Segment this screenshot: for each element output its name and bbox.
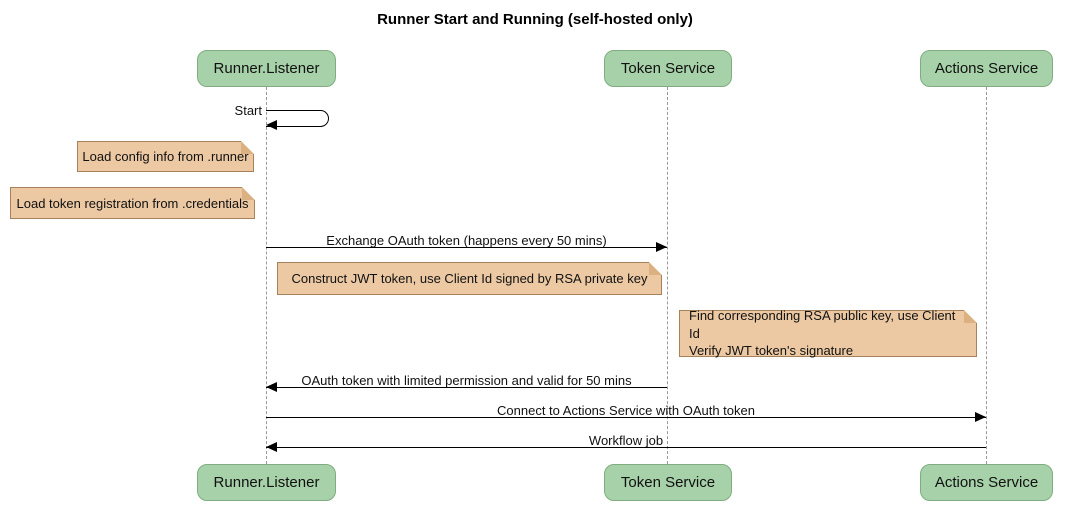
participant-runner-listener-top: Runner.Listener — [197, 50, 336, 87]
note-load-config: Load config info from .runner — [77, 141, 254, 172]
message-workflow-job-label: Workflow job — [588, 433, 664, 448]
message-workflow-job-line — [266, 447, 986, 448]
note-load-token-registration: Load token registration from .credential… — [10, 187, 255, 219]
participant-label: Actions Service — [934, 60, 1039, 77]
participant-runner-listener-bottom: Runner.Listener — [197, 464, 336, 501]
message-oauth-token-back-label: OAuth token with limited permission and … — [301, 373, 632, 388]
arrowhead-left-icon — [266, 382, 277, 392]
message-exchange-oauth-line — [266, 247, 667, 248]
message-connect-actions-line — [266, 417, 986, 418]
note-verify-jwt: Find corresponding RSA public key, use C… — [679, 308, 977, 359]
participant-label: Token Service — [620, 60, 716, 77]
message-connect-actions-label: Connect to Actions Service with OAuth to… — [497, 403, 755, 418]
lifeline-actions-service — [986, 87, 987, 464]
arrowhead-left-icon — [266, 442, 277, 452]
note-text: Load token registration from .credential… — [16, 195, 249, 211]
note-construct-jwt: Construct JWT token, use Client Id signe… — [277, 262, 662, 295]
participant-token-service-bottom: Token Service — [604, 464, 732, 501]
lifeline-runner-listener — [266, 87, 267, 464]
participant-actions-service-top: Actions Service — [920, 50, 1053, 87]
participant-label: Token Service — [620, 474, 716, 491]
lifeline-token-service — [667, 87, 668, 464]
participant-label: Actions Service — [934, 474, 1039, 491]
arrowhead-left-icon — [266, 120, 277, 130]
arrowhead-right-icon — [656, 242, 667, 252]
note-text: Load config info from .runner — [82, 149, 249, 164]
arrowhead-right-icon — [975, 412, 986, 422]
self-message-loop — [266, 110, 329, 127]
note-text: Construct JWT token, use Client Id signe… — [291, 271, 648, 286]
participant-label: Runner.Listener — [213, 60, 320, 77]
message-oauth-token-back-line — [266, 387, 667, 388]
participant-label: Runner.Listener — [213, 474, 320, 491]
message-exchange-oauth-label: Exchange OAuth token (happens every 50 m… — [326, 233, 607, 248]
participant-actions-service-bottom: Actions Service — [920, 464, 1053, 501]
message-start-label: Start — [234, 103, 262, 118]
participant-token-service-top: Token Service — [604, 50, 732, 87]
note-text: Find corresponding RSA public key, use C… — [689, 308, 956, 359]
diagram-title: Runner Start and Running (self-hosted on… — [377, 11, 693, 28]
